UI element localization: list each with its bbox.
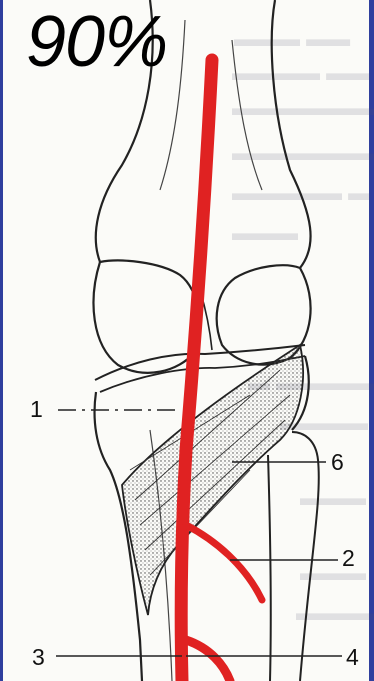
label-2: 2	[342, 546, 355, 570]
label-4: 4	[346, 645, 359, 669]
anterior-tibial-branch	[186, 525, 262, 600]
popliteal-artery	[181, 60, 212, 681]
tibial-branch-lower	[186, 640, 230, 681]
femur-inner-line	[232, 40, 262, 190]
percent-label: 90%	[26, 2, 167, 82]
label-1: 1	[30, 397, 43, 421]
fibula-outline	[268, 432, 319, 681]
label-3: 3	[32, 645, 45, 669]
label-6: 6	[331, 450, 344, 474]
popliteus-muscle	[122, 345, 303, 615]
medial-condyle	[94, 261, 200, 373]
